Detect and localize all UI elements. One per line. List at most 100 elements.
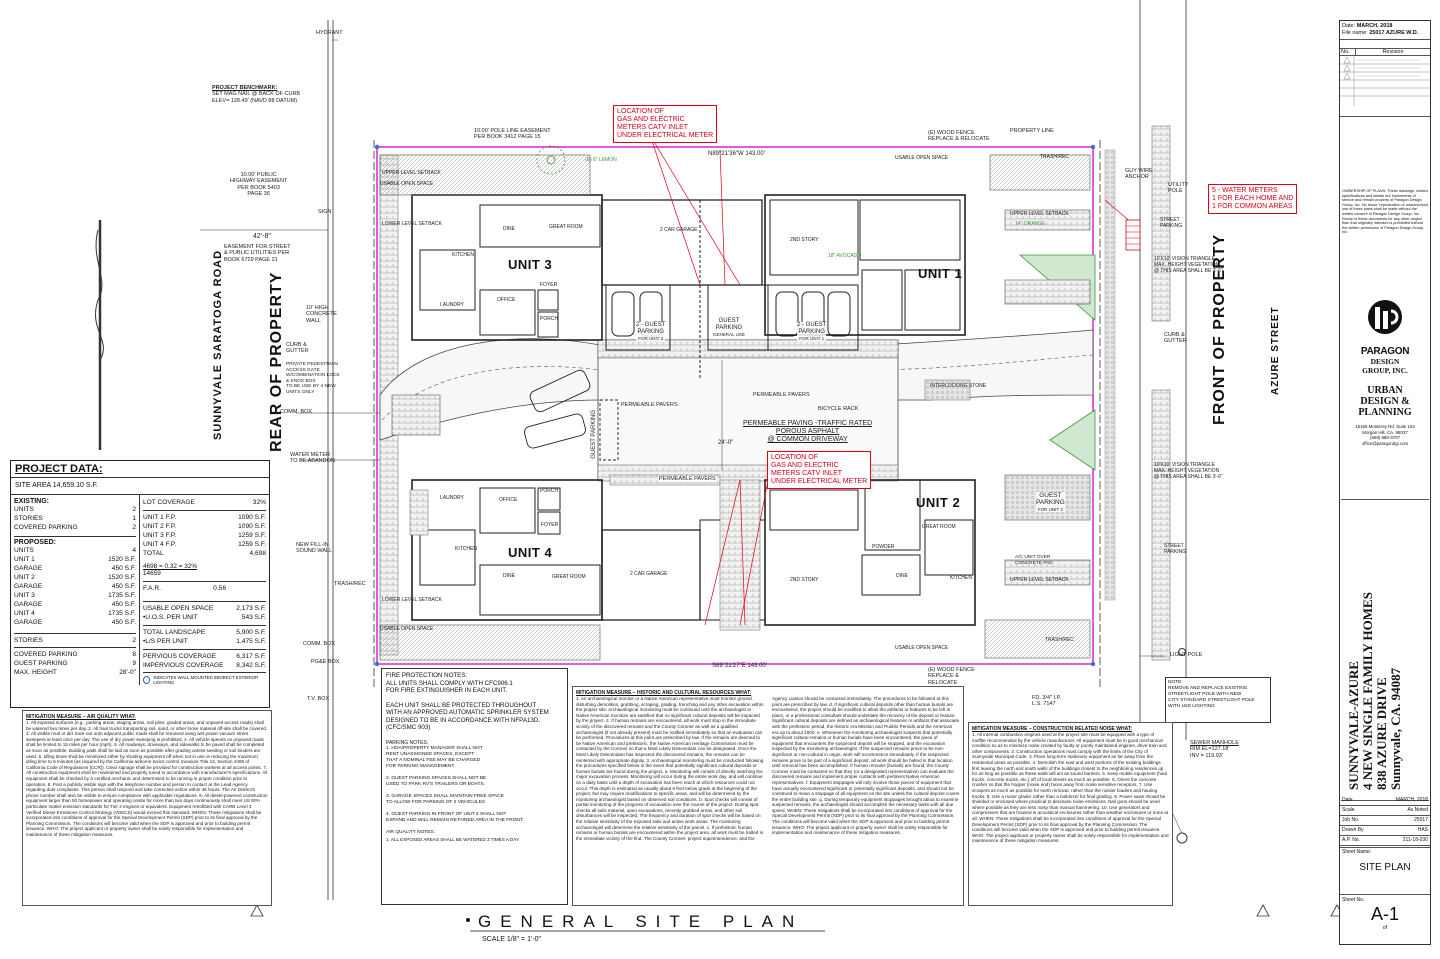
pk2-2: PARKING (1036, 499, 1065, 507)
water-meter-label: WATER METER TO BE ABANDON (290, 452, 335, 465)
pd-footprint-key: UNIT 4 F.P. (143, 541, 177, 548)
room-office-u3: OFFICE (497, 297, 516, 303)
ac-unit-label: A/C UNIT OVER CONCRETE PAD (1015, 555, 1053, 566)
dim-24-label: 24'-0" (718, 440, 734, 446)
project-data-table: PROJECT DATA: SITE AREA 14,659.10 S.F. E… (10, 460, 270, 708)
rear-property-label: REAR OF PROPERTY (268, 271, 285, 452)
pd-proposed-key: UNITS (14, 547, 34, 554)
guy-2: ANCHOR (1125, 174, 1149, 181)
pd-proposed-key: GARAGE (14, 583, 43, 590)
fence-t-1: (E) WOOD FENCE (928, 130, 975, 136)
upper-setback-u2: UPPER LEVEL SETBACK (1010, 577, 1069, 583)
pk1-1: 2 - GUEST (797, 322, 827, 328)
meter-leaders (649, 134, 1141, 626)
sw-1: NEW FILL-IN (296, 542, 329, 548)
air-mitigation-title: MITIGATION MEASURE – AIR QUALITY WHAT: (26, 714, 136, 720)
benchmark-line-3: ELEV= 128.49' (NAVD 88 DATUM) (212, 97, 298, 104)
bicycle-rack-label: BICYCLE RACK (818, 406, 859, 412)
parking-unit2: GUEST PARKING FOR UNIT 2 (1036, 492, 1065, 513)
trash-east-2: TRASH/REC (1045, 637, 1074, 643)
ped-2: ACCESS GATE (286, 367, 320, 373)
wall-3: WALL (306, 317, 321, 324)
permeable-pavers-2: PERMEABLE PAVERS (752, 392, 811, 399)
air-quality-mitigation: MITIGATION MEASURE – AIR QUALITY WHAT: 1… (22, 710, 272, 906)
pd-open-value: 543 S.F. (241, 614, 266, 621)
azure-street-label: AZURE STREET (1270, 306, 1281, 395)
lower-setback-u4: LOWER LEVEL SETBACK (382, 597, 442, 603)
sheet-title: GENERAL SITE PLAN (478, 912, 804, 931)
vision-top-label: 10'X10' VISION TRIANGLE MAX. HEIGHT VEGE… (1154, 256, 1223, 274)
spk2-2: PARKING (1164, 548, 1187, 555)
wall-2: CONCRETE (306, 311, 337, 318)
ped-3: W/COMBINATION LOCK (286, 373, 340, 379)
pd-far-v: 0.56 (213, 585, 226, 592)
unit-2-label: UNIT 2 (916, 495, 961, 510)
tb-field-row: Job No.25017 (1340, 816, 1430, 826)
highway-3: PER BOOK 5403 (237, 184, 280, 191)
pd-proposed-key: GARAGE (14, 601, 43, 608)
parking-unit4: GUEST PARKING (591, 410, 597, 459)
easement-2: & PUBLIC UTILITIES PER (224, 250, 290, 257)
fence-b-3: RELOCATE (928, 679, 958, 686)
sewer-label: SEWER MANHOLE RIM EL=127.18' INV = 119.9… (1190, 740, 1239, 759)
fire-line: EACH UNIT SHALL BE PROTECTED THROUGHOUT (386, 702, 537, 710)
lemon-tree: (E) 8" LEMON (585, 157, 617, 163)
pd-existing-value: 1 (132, 515, 136, 522)
pd-footprint-row: UNIT 3 F.P.1259 S.F. (143, 531, 266, 540)
tb-tag-2: DESIGN & (1360, 396, 1410, 407)
mct-3: METERS CATV INLET (617, 124, 689, 132)
tb-ownership: OWNERSHIP OF PLANS: These drawings, rela… (1342, 189, 1428, 235)
hydrant-label: HYDRANT (316, 30, 343, 36)
pd-landscape-value: 1,475 S.F. (236, 638, 266, 645)
ped-6: UNITS ONLY (286, 389, 315, 395)
room-porch-u3: PORCH (540, 316, 559, 322)
bearing-top: N89°21'36"W 143.00' (708, 151, 765, 157)
utility-pole-label: UTILITY POLE (1168, 182, 1188, 195)
light-note-box: NOTE: REMOVE AND REPLACE EXISTING STREET… (1165, 677, 1271, 723)
room-foyer-u4: FOYER (541, 522, 559, 528)
dim-42-label: 42'-8" (253, 233, 271, 240)
parking-note-line: FOR PARKING MANAGEMENT. (386, 764, 456, 770)
hist-mitigation-text: 1. An archaeological monitor or a Native… (576, 696, 960, 841)
tb-rev-title: Revision (1382, 49, 1404, 55)
fire-line: (CFC/SMC 903) (386, 724, 431, 732)
tb-project-3: 838 AZURE DRIVE (1374, 677, 1389, 790)
tb-address-line: office@paragondgi.com (1361, 440, 1409, 446)
room-powder-u2: POWDER (872, 544, 895, 550)
pd-footprint-row: UNIT 1 F.P.1090 S.F. (143, 513, 266, 522)
pd-parking-key: MAX. HEIGHT (14, 669, 57, 676)
pd-footprint-value: 1259 S.F. (238, 532, 266, 539)
pd-landscape-value: 5,900 S.F. (236, 629, 266, 636)
vt-2: MAX. HEIGHT VEGETATION (1154, 261, 1220, 268)
pkg-1: GUEST (718, 318, 740, 324)
fence-top-label: (E) WOOD FENCE REPLACE & RELOCATE (928, 130, 990, 143)
fd-1: FD. 3/4" I.P. (1032, 695, 1062, 701)
pd-existing-key: UNITS (14, 506, 34, 513)
pk1-2: PARKING (798, 328, 825, 335)
property-line (376, 146, 1094, 665)
pk3-1: 2 - GUEST (636, 322, 666, 328)
tv-box-label: T.V. BOX (307, 696, 330, 702)
pd-coverage-value: 6,317 S.F. (236, 653, 266, 660)
interlocking-label: INTERLOCKING STONE (930, 383, 987, 389)
parking-note-line: 1. HOA/PROPERTY MANAGER SHALL NOT (386, 746, 483, 752)
parking-note-line: 2. GUEST PARKING SPACES SHALL NOT BE (386, 776, 487, 782)
pd-footprint-row: UNIT 4 F.P.1259 S.F. (143, 540, 266, 549)
tb-field-key: Date (1342, 797, 1353, 803)
pd-footprint-rows: UNIT 1 F.P.1090 S.F.UNIT 2 F.P.1090 S.F.… (143, 510, 266, 558)
pd-footprint-value: 1090 S.F. (238, 514, 266, 521)
pd-proposed-value: 450 S.F. (111, 619, 136, 626)
